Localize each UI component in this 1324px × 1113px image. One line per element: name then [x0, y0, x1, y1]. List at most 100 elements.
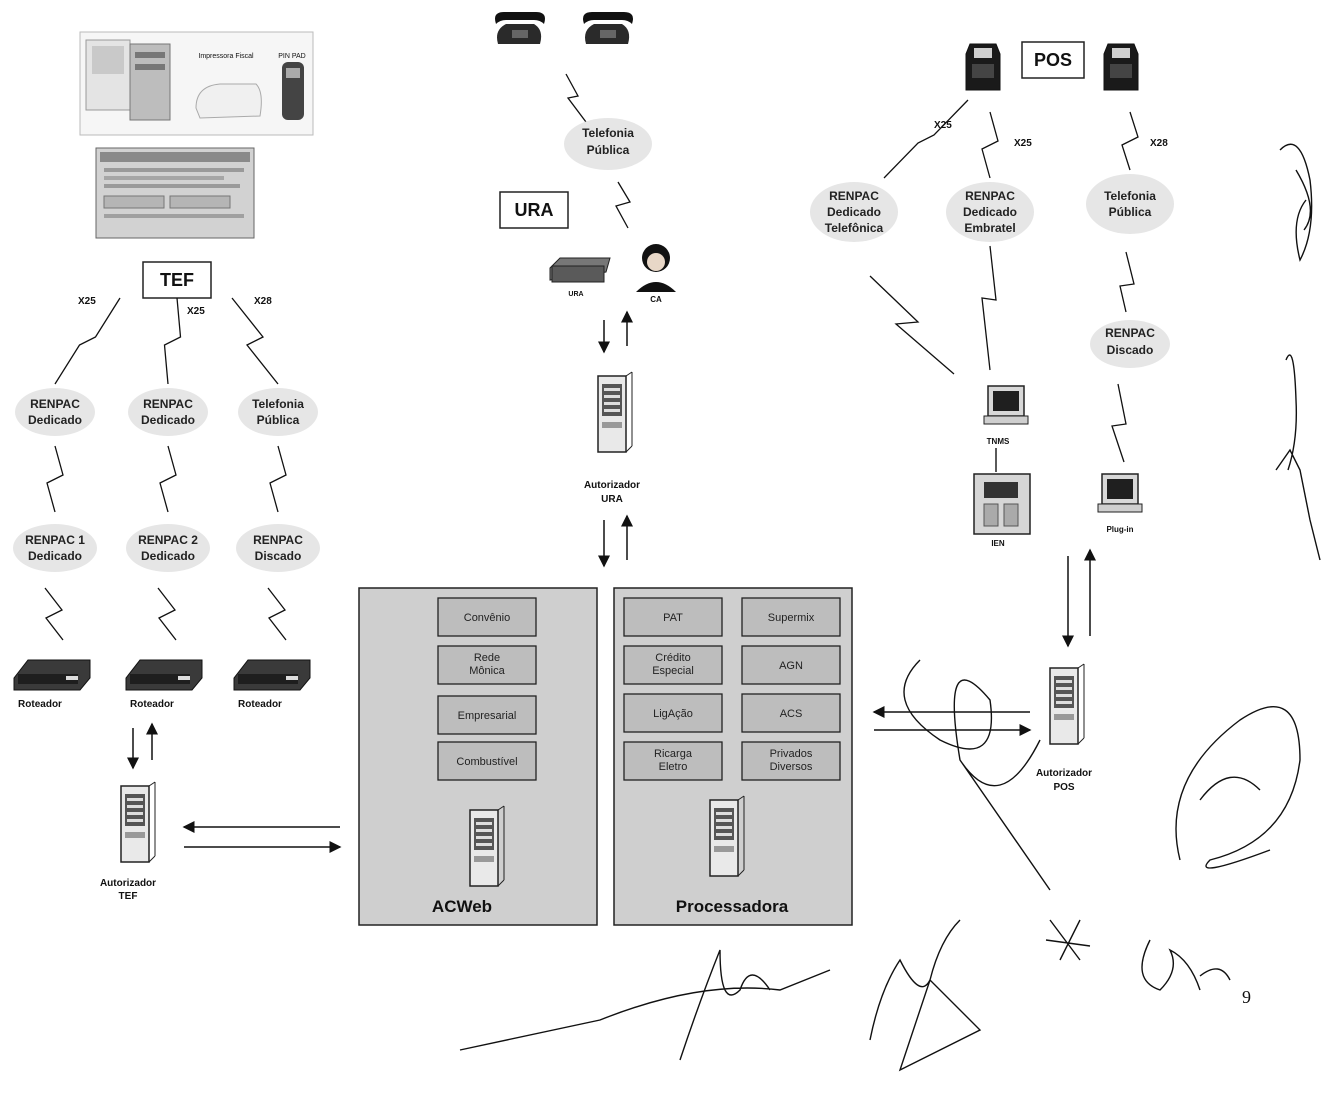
processadora-modules-left-1: PAT [624, 598, 722, 636]
pos-terminal-icon-1 [966, 44, 1000, 90]
router-label-2: Roteador [130, 699, 174, 710]
tef-line-cloud-3-label-2: Discado [255, 549, 302, 563]
ura-title-box: URA [500, 192, 568, 228]
pos-network-cloud-1-label-3: Telefônica [825, 221, 884, 235]
pinpad-caption: PIN PAD [278, 53, 306, 60]
tef-network-cloud-2-label-2: Dedicado [141, 413, 195, 427]
processadora-module-label-modules_left-4-1: Ricarga [654, 748, 693, 760]
pos-link-lightning-icon-6 [1120, 252, 1134, 312]
pos-link-lightning-icon-1 [884, 100, 968, 178]
processadora-module-label-modules_left-4-2: Eletro [659, 761, 688, 773]
ura-network-cloud: Telefonia Pública [564, 118, 652, 170]
ien-label: IEN [991, 539, 1005, 548]
ura-phones [495, 12, 633, 44]
page-number: 9 [1242, 987, 1251, 1007]
tef-title: TEF [160, 270, 194, 290]
pos-protocol-label-2: X25 [1014, 138, 1032, 149]
pos-discado-cloud: RENPAC Discado [1090, 320, 1170, 368]
processadora-modules-right-1: Supermix [742, 598, 840, 636]
tef-router-lightning-icon-3 [268, 588, 286, 640]
pos-network-cloud-2-label-2: Dedicado [963, 205, 1017, 219]
acweb-module-label-4: Combustível [456, 756, 517, 768]
plugin-computer-icon [1098, 474, 1142, 512]
tef-network-cloud-1-label-1: RENPAC [30, 397, 80, 411]
pos-discado-label-2: Discado [1107, 343, 1154, 357]
tef-line-cloud-2-label-2: Dedicado [141, 549, 195, 563]
pos-network-cloud-1-label-2: Dedicado [827, 205, 881, 219]
processadora-module-label-modules_left-2-2: Especial [652, 665, 694, 677]
tef-line-cloud-1-label-1: RENPAC 1 [25, 533, 85, 547]
ura-device-label: URA [568, 291, 583, 298]
pos-network-cloud-1-label-1: RENPAC [829, 189, 879, 203]
tef-protocol-label-3: X28 [254, 296, 272, 307]
pos-link-lightning-icon-4 [870, 276, 954, 374]
tnms-computer-icon [984, 386, 1028, 424]
pos-link-lightning-icon-5 [982, 246, 996, 370]
fiscal-printer-caption: Impressora Fiscal [198, 53, 254, 60]
processadora-module-label-modules_left-3: LigAção [653, 708, 693, 720]
tef-network-cloud-2: RENPAC Dedicado [128, 388, 208, 436]
tef-network-cloud-1: RENPAC Dedicado [15, 388, 95, 436]
acweb-module-label-2-2: Mônica [469, 665, 505, 677]
pos-authorizer-label-2: POS [1053, 782, 1074, 793]
processadora-module-label-modules_right-2: AGN [779, 660, 803, 672]
pos-network-cloud-3-label-2: Pública [1109, 205, 1152, 219]
tef-link-lightning-icon-3 [232, 298, 278, 384]
processadora-modules-right-2: AGN [742, 646, 840, 684]
tef-authorizer: Autorizador TEF [100, 724, 156, 902]
tef-network-cloud-3-label-1: Telefonia [252, 397, 304, 411]
acweb-module-1: Convênio [438, 598, 536, 636]
acweb-module-label-1: Convênio [464, 612, 510, 624]
ura-device: URA [550, 258, 610, 298]
tef-network-cloud-3-label-2: Pública [257, 413, 300, 427]
tef-software-screenshot [96, 148, 254, 238]
ura-attendant-label: CA [650, 295, 662, 304]
processadora-module-label-modules_right-3: ACS [780, 708, 803, 720]
pos-protocol-label-3: X28 [1150, 138, 1168, 149]
pos-authorizer-server-icon [1050, 664, 1084, 744]
pos-link-lightning-icon-2 [982, 112, 998, 178]
ura-authorizer-server-icon [598, 372, 632, 452]
acweb-panel: ConvênioRedeMônicaEmpresarialCombustível… [359, 588, 597, 925]
tef-network-cloud-2-label-1: RENPAC [143, 397, 193, 411]
ien-device-icon [974, 474, 1030, 534]
tnms-label: TNMS [987, 437, 1010, 446]
processadora-panel: PATCréditoEspecialLigAçãoRicargaEletroSu… [614, 588, 852, 925]
ura-title: URA [515, 200, 554, 220]
acweb-title: ACWeb [432, 897, 492, 916]
pos-network-cloud-2-label-1: RENPAC [965, 189, 1015, 203]
tef-title-box: TEF [143, 262, 211, 298]
plugin-label: Plug-in [1106, 525, 1133, 534]
tef-network-cloud-1-label-2: Dedicado [28, 413, 82, 427]
ura-network-label-1: Telefonia [582, 126, 634, 140]
pos-network-cloud-3-label-1: Telefonia [1104, 189, 1156, 203]
router-label-1: Roteador [18, 699, 62, 710]
tef-router-lightning-icon-1 [45, 588, 63, 640]
router-icon-1 [14, 660, 90, 690]
acweb-module-label-3: Empresarial [458, 710, 517, 722]
acweb-module-3: Empresarial [438, 696, 536, 734]
tef-line-lightning-icon-2 [160, 446, 176, 512]
tef-protocol-label-1: X25 [78, 296, 96, 307]
tef-link-lightning-icon-2 [165, 298, 181, 384]
processadora-modules-left-4: RicargaEletro [624, 742, 722, 780]
tef-authorizer-label-2: TEF [119, 891, 138, 902]
processadora-module-label-modules_right-4-1: Privados [770, 748, 813, 760]
telephone-icon-1 [495, 12, 545, 44]
pos-title-box: POS [1022, 42, 1084, 78]
pos-network-cloud-2-label-3: Embratel [964, 221, 1015, 235]
pos-link-lightning-icon-7 [1112, 384, 1126, 462]
tef-line-cloud-1-label-2: Dedicado [28, 549, 82, 563]
pos-authorizer-label-1: Autorizador [1036, 768, 1092, 779]
tef-authorizer-label-1: Autorizador [100, 878, 156, 889]
pos-terminal-icon-2 [1104, 44, 1138, 90]
tef-equipment-photo: Impressora Fiscal PIN PAD [80, 32, 313, 135]
tef-line-cloud-1: RENPAC 1 Dedicado [13, 524, 97, 572]
ura-authorizer-label-2: URA [601, 494, 623, 505]
tef-link-lightning-icon-1 [55, 298, 120, 384]
